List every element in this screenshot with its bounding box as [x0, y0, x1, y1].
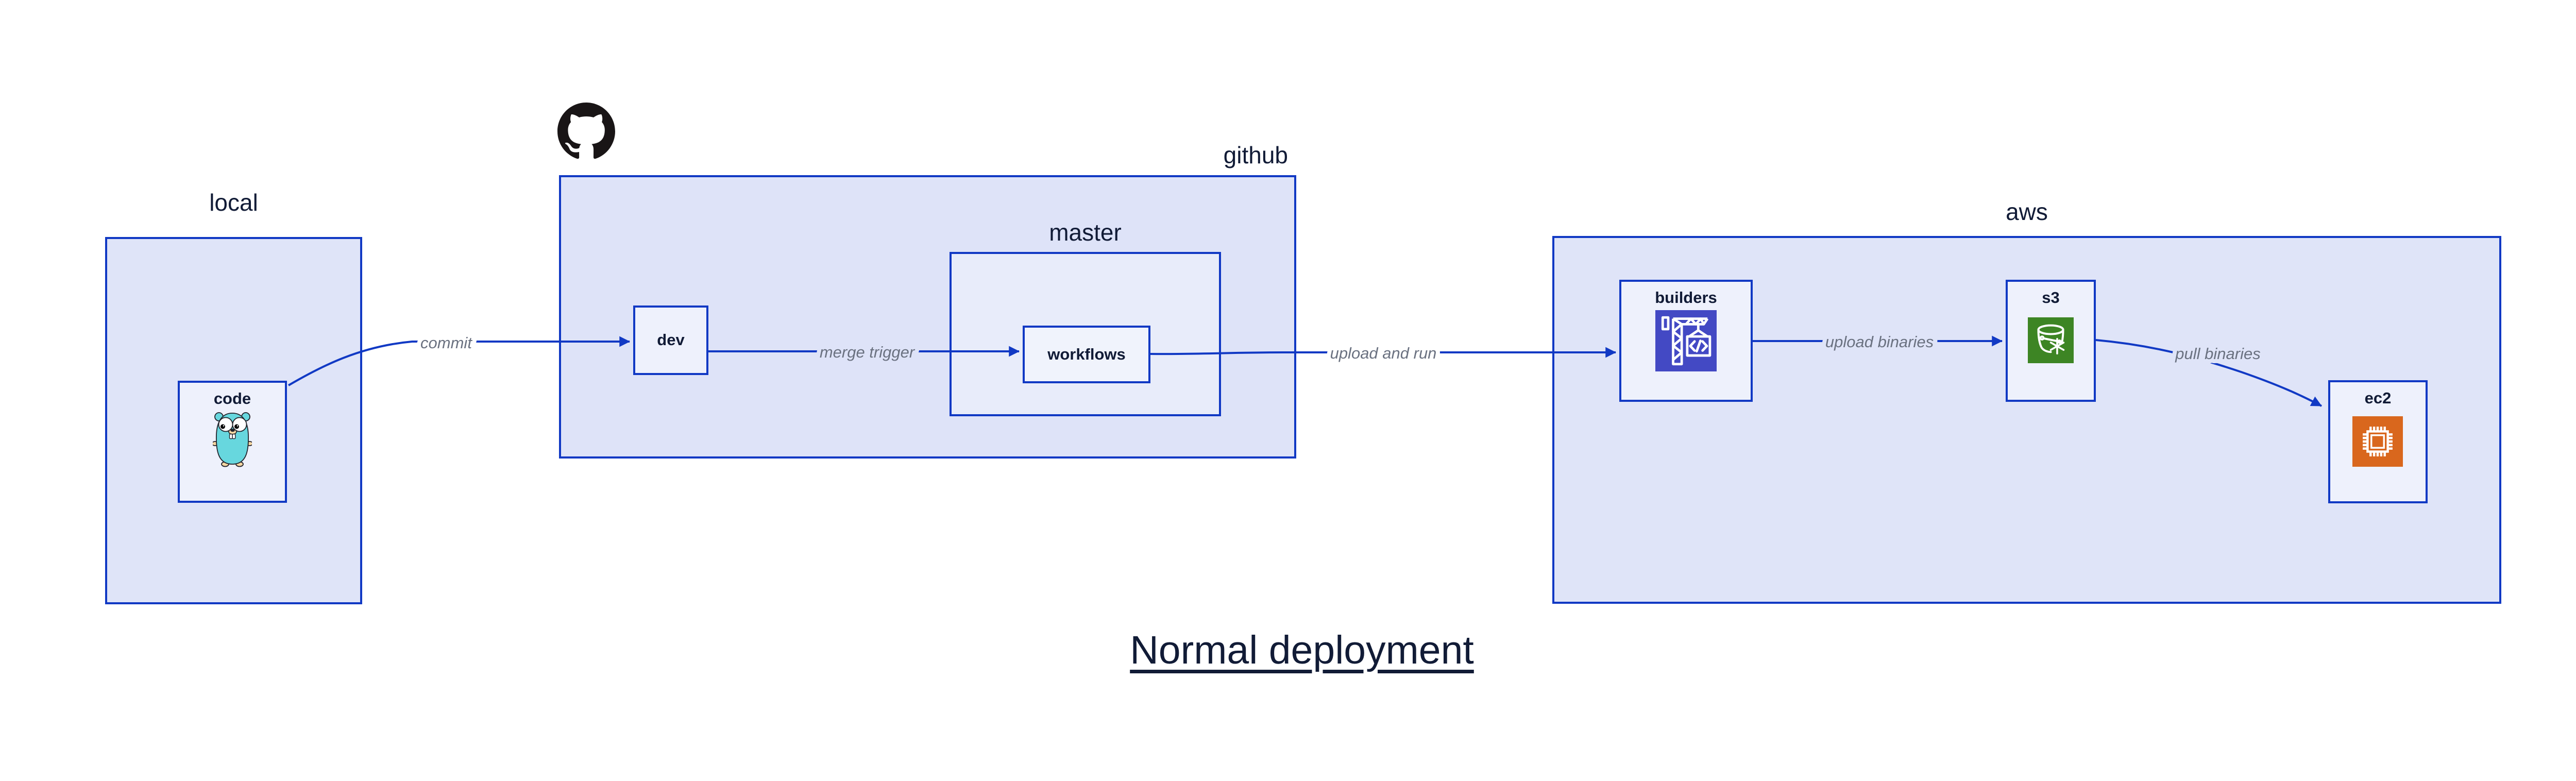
s3-glacier-bucket-icon: [2028, 317, 2074, 363]
github-group-label: github: [1223, 142, 1288, 168]
node-code-label: code: [213, 389, 251, 408]
edge-upload-and-run-label: upload and run: [1330, 344, 1437, 362]
aws-group-label: aws: [2006, 198, 2048, 225]
codebuild-crane-icon: [1655, 310, 1717, 371]
node-workflows-label: workflows: [1047, 345, 1126, 363]
edge-commit-label: commit: [420, 334, 472, 352]
node-workflows: workflows: [1023, 326, 1150, 383]
node-dev: dev: [633, 305, 708, 375]
go-gopher-icon: [213, 412, 252, 467]
local-group-label: local: [209, 189, 258, 216]
node-builders-label: builders: [1655, 288, 1717, 307]
node-ec2-label: ec2: [2364, 389, 2392, 407]
github-logo-icon: [557, 103, 615, 159]
node-dev-label: dev: [657, 331, 685, 349]
node-s3-label: s3: [2042, 288, 2060, 307]
diagram-title: Normal deployment: [1130, 628, 1474, 672]
ec2-chip-icon: [2352, 416, 2403, 467]
master-group-label: master: [1049, 219, 1122, 246]
